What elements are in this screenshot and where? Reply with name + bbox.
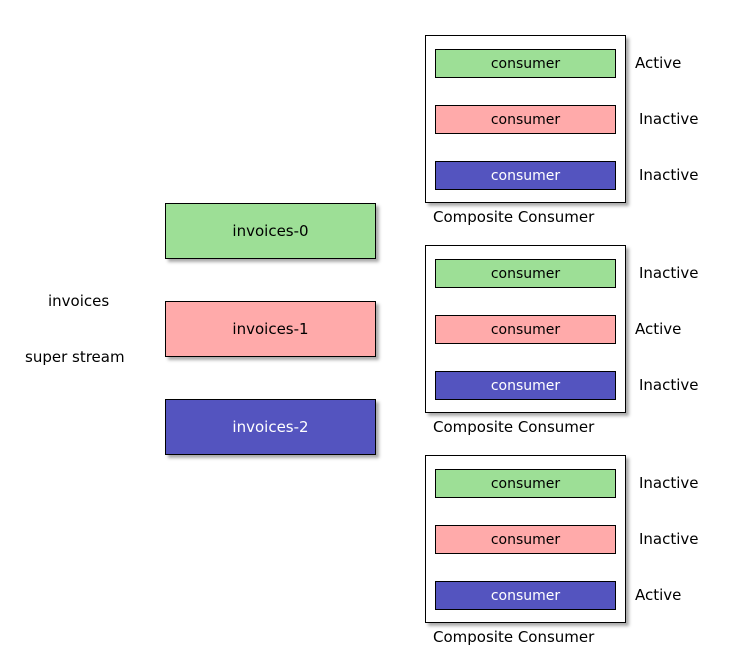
- consumer-label: consumer: [490, 321, 561, 338]
- partition-label: invoices-2: [232, 418, 309, 436]
- consumer-label: consumer: [490, 531, 561, 548]
- consumer-label: consumer: [490, 55, 561, 72]
- consumer-state: Inactive: [639, 474, 699, 492]
- consumer-label: consumer: [490, 111, 561, 128]
- consumer-state: Active: [635, 586, 682, 604]
- consumer-label: consumer: [490, 475, 561, 492]
- consumer-box: consumer: [435, 315, 616, 344]
- consumer-box: consumer: [435, 161, 616, 190]
- consumer-state: Inactive: [639, 166, 699, 184]
- partition-label: invoices-0: [232, 222, 309, 240]
- consumer-box: consumer: [435, 525, 616, 554]
- composite-consumer-box: consumer consumer consumer: [425, 245, 626, 413]
- consumer-label: consumer: [490, 587, 561, 604]
- composite-consumer-caption: Composite Consumer: [433, 628, 595, 646]
- partition-invoices-0: invoices-0: [165, 203, 376, 259]
- composite-consumer-box: consumer consumer consumer: [425, 455, 626, 623]
- consumer-box: consumer: [435, 105, 616, 134]
- consumer-box: consumer: [435, 371, 616, 400]
- consumer-state: Inactive: [639, 376, 699, 394]
- consumer-label: consumer: [490, 265, 561, 282]
- consumer-state: Inactive: [639, 530, 699, 548]
- consumer-state: Active: [635, 54, 682, 72]
- partition-invoices-2: invoices-2: [165, 399, 376, 455]
- consumer-box: consumer: [435, 49, 616, 78]
- consumer-state: Active: [635, 320, 682, 338]
- consumer-box: consumer: [435, 469, 616, 498]
- partition-invoices-1: invoices-1: [165, 301, 376, 357]
- partition-label: invoices-1: [232, 320, 309, 338]
- consumer-label: consumer: [490, 167, 561, 184]
- consumer-box: consumer: [435, 581, 616, 610]
- composite-consumer-box: consumer consumer consumer: [425, 35, 626, 203]
- consumer-box: consumer: [435, 259, 616, 288]
- consumer-state: Inactive: [639, 264, 699, 282]
- super-stream-name: invoices: [48, 292, 110, 310]
- consumer-state: Inactive: [639, 110, 699, 128]
- super-stream-caption: super stream: [25, 348, 125, 366]
- composite-consumer-caption: Composite Consumer: [433, 208, 595, 226]
- composite-consumer-caption: Composite Consumer: [433, 418, 595, 436]
- consumer-label: consumer: [490, 377, 561, 394]
